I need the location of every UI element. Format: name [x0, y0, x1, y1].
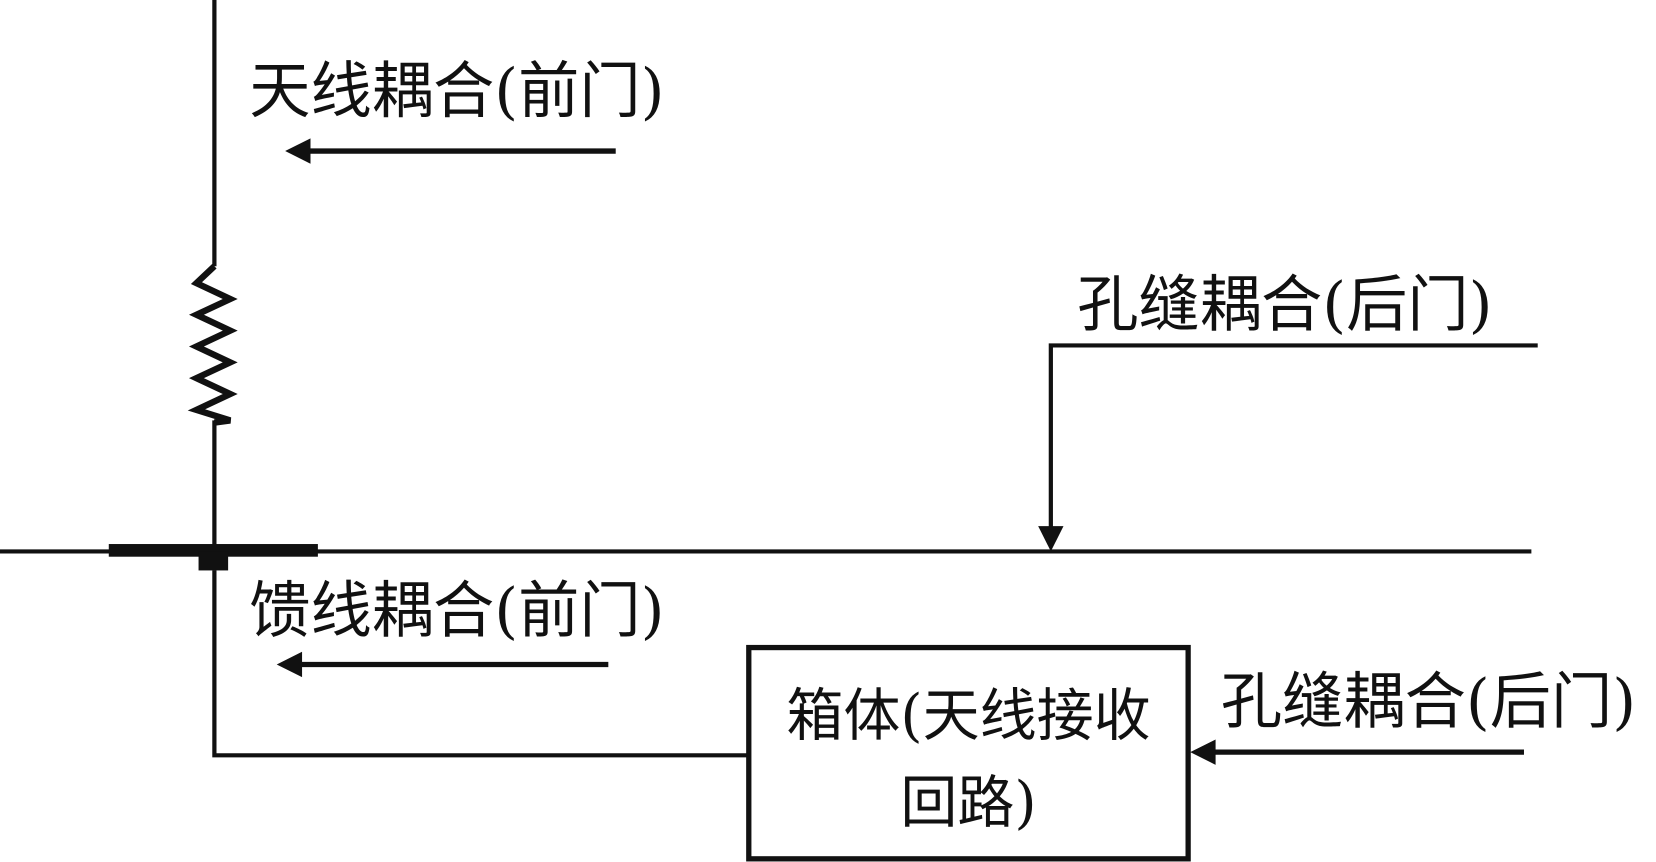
- enclosure-box: [746, 644, 1191, 862]
- enclosure-box-label-line1: 箱体(天线接收: [786, 683, 1150, 749]
- junction-square: [198, 551, 229, 571]
- antenna-coupling-arrow-icon: [285, 138, 311, 164]
- label-antenna-coupling-front: 天线耦合(前门): [249, 56, 664, 127]
- label-aperture-coupling-rear-box: 孔缝耦合(后门): [1221, 667, 1636, 738]
- enclosure-box-label-line2: 回路): [900, 770, 1036, 836]
- feedline-coupling-arrow-icon: [276, 651, 303, 678]
- junction-bar: [108, 544, 318, 557]
- aperture-coupling-line-top: [1048, 343, 1538, 529]
- label-aperture-coupling-rear-top: 孔缝耦合(后门): [1077, 269, 1492, 340]
- aperture-coupling-arrow-box-icon: [1190, 739, 1216, 765]
- aperture-coupling-arrow-down-icon: [1038, 526, 1064, 552]
- zigzag-coil-icon: [187, 263, 238, 426]
- feed-wire: [212, 570, 749, 758]
- label-feedline-coupling-front: 馈线耦合(前门): [249, 576, 664, 647]
